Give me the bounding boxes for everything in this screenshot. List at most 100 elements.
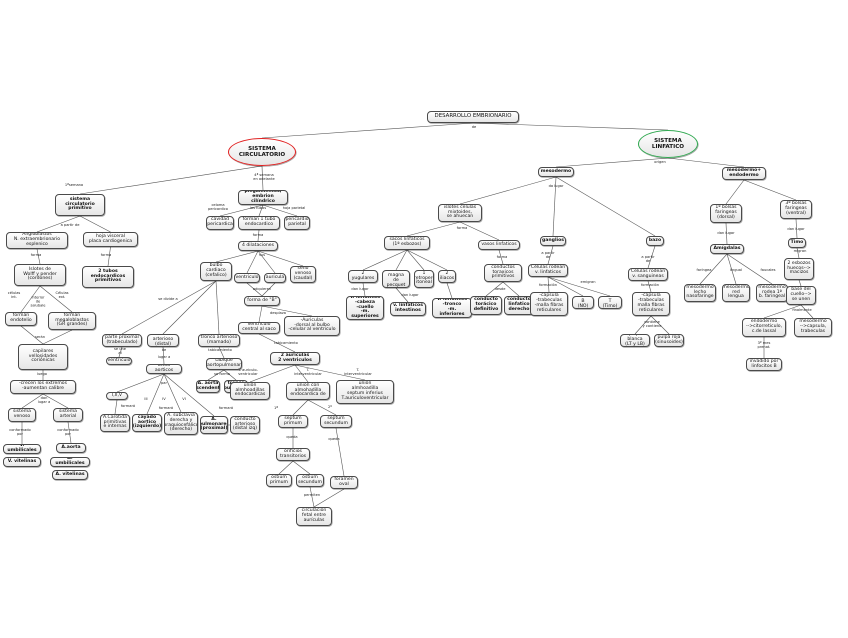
yugulares-node[interactable]: 2 yugulares (348, 270, 378, 283)
megaloblastos-node[interactable]: forman megaloblastos (GR grandes) (48, 312, 96, 330)
arteria-carotida-node[interactable]: A.Carotida primitivas e internas (100, 414, 130, 432)
auriculas-dorsal-node[interactable]: -Auriculas -dorsal al bulbo -celular al … (284, 316, 340, 336)
auricula-node[interactable]: auricula (264, 273, 286, 283)
vasos-linfaticos-node[interactable]: vasos linfaticos (478, 240, 520, 250)
endotelio-node[interactable]: forman endotelio (5, 312, 37, 326)
arteria-aorta-node[interactable]: A.aorta (56, 443, 86, 453)
sistema-venoso-node[interactable]: sistema venoso (8, 408, 36, 422)
tronco-arterioso-node[interactable]: tronco arterioso (mamado) (198, 334, 240, 347)
cisterna-node[interactable]: cisterna magna de pecquet (382, 270, 410, 288)
celulas-rodean-vasos-node[interactable]: Celulas rodean v. sanguineas (628, 268, 668, 281)
circulacion-fetal-node[interactable]: circulación fetal entre aurículas (296, 507, 332, 526)
cono-arterioso-node[interactable]: cono arterioso (distal) (147, 334, 179, 347)
label-finalmente: finalmente (792, 308, 812, 313)
crecen-node[interactable]: -crecen los extremos -aumentan calibre (10, 380, 76, 394)
iliacos-node[interactable]: 2 iliacos (438, 270, 456, 283)
bolsa-primera-node[interactable]: 1ª bolsas faringeas (dorsal) (710, 204, 742, 223)
hoja-visceral-node[interactable]: hoja visceral placa cardiogenica (83, 232, 138, 247)
linfocitos-t-node[interactable]: linfocitos T (Timo) (598, 296, 622, 309)
ventriculo-small-node[interactable]: ventriculo (106, 357, 132, 365)
union-almohadillas-node[interactable]: unión almhoadillas endocardicas (230, 382, 270, 400)
cavidad-pericardica-node[interactable]: cavidad pericardica (206, 216, 234, 230)
conducto-linfatico-node[interactable]: conducto linfatico derecho (504, 296, 534, 315)
orificios-node[interactable]: orificios transitorios (276, 448, 310, 461)
invadido-node[interactable]: invadido por linfocitos B (746, 358, 782, 371)
conducto-toracico-node[interactable]: conducto torácico definitivo (470, 296, 502, 315)
amigdalas-node[interactable]: Amígdalas (710, 244, 744, 254)
celulas-rodean-node[interactable]: Células rodean v. linfaticos (528, 264, 568, 277)
sistema-arterial-node[interactable]: sistema arterial (53, 408, 83, 422)
septum-secundum-node[interactable]: septum secundum (320, 415, 352, 428)
ventriculo-node[interactable]: ventriculo (234, 273, 260, 283)
linfaticos-intestinos-node[interactable]: v. linfaticos intestinos (390, 302, 426, 316)
linfocitos-b-node[interactable]: linfocitos B (NO) (572, 296, 594, 309)
ostium-primum-node[interactable]: ostium primum (266, 474, 292, 487)
islotes-celulas-node[interactable]: islotes celulas mixtoides, se ahuecan (438, 204, 482, 222)
connector-capsula-bazo-node-to-pulpa-roja-node (650, 315, 670, 335)
sistema-circulatorio-node[interactable]: SISTEMA CIRCULATORIO (228, 138, 296, 166)
ganglios-node[interactable]: ganglios (540, 236, 566, 246)
bazo-node[interactable]: bazo (646, 236, 664, 246)
label-conformado-1: conformado por (9, 428, 31, 436)
mesodermo-endodermo-node[interactable]: mesodermo+ endodermo (722, 167, 766, 180)
dos-auriculas-node[interactable]: 2 auriculas 2 ventriculos (270, 352, 320, 365)
cayado-aortico-node[interactable]: cayado aortico (izquierdo) (132, 414, 162, 432)
arterias-pulmonares-node[interactable]: A. pulmonares (proximal) (200, 416, 228, 434)
linfaticos-cabeza-node[interactable]: v. linfaticos -cabeza -cuello -m. superi… (346, 296, 384, 320)
root-node[interactable]: DESARROLLO EMBRIONARIO (427, 111, 519, 123)
seno-venoso-node[interactable]: seno venoso (caudal) (290, 266, 316, 283)
forman-tubo-node[interactable]: forman 1 tubo endocardico (238, 216, 280, 230)
arcos-i-ii-v-node[interactable]: I,II,V (106, 392, 128, 400)
capilares-node[interactable]: capilares vellosidades coriónicas (18, 344, 68, 370)
tabique-node[interactable]: tabique aortopulmonar (206, 358, 242, 370)
pulpa-roja-node[interactable]: pulpa roja (sinusoides) (654, 334, 684, 347)
esbozos-node[interactable]: 2 esbozos huecos--> macizos (784, 258, 814, 280)
arterias-umbilicales-node[interactable]: A. umbilicales (50, 457, 90, 467)
union-septum-node[interactable]: unión almhoadilla septum inferius T.auri… (336, 380, 394, 404)
septum-primum-node[interactable]: septum primum (278, 415, 308, 428)
label-lingual: lingual (729, 268, 743, 273)
mesodermo-node[interactable]: mesodermo (538, 167, 574, 177)
aorta-ascendente-node[interactable]: A. aorta ascendente (196, 380, 220, 393)
arterias-vitelinas-node[interactable]: A. vitelinas (52, 470, 88, 480)
mesodermo-rodea-node[interactable]: mesodermo rodea 1ª b. faringeal (756, 284, 788, 302)
sistema-circulatorio-primitivo-node[interactable]: sistema circulatorio primitivo (55, 194, 105, 216)
bolsa-tercera-node[interactable]: 3ª bolsas faringeas (ventral) (780, 200, 812, 219)
venas-umbilicales-node[interactable]: V. umbilicales (3, 444, 41, 454)
conducto-arterioso-node[interactable]: conducto arterioso (distal izq) (230, 416, 260, 434)
endodermo-node[interactable]: endodermo -->citorreticulo, c.de lassal (742, 318, 786, 337)
base-cuello-node[interactable]: base del cuello--> se unen (786, 286, 816, 305)
tubos-endocardicos-node[interactable]: 2 tubos endocardicos primitivos (82, 266, 134, 288)
sacos-linfaticos-node[interactable]: sacos linfaticos (1ª esbozos) (384, 236, 430, 250)
bulbo-cardiaco-node[interactable]: bulbo cardiaco (cefalico) (200, 262, 232, 281)
pulpa-blanca-node[interactable]: pulpa blanca (LT y LB) (620, 334, 650, 347)
mesodermo-red-node[interactable]: mesodermo red lengua (722, 284, 750, 302)
pericardio-parietal-node[interactable]: pericardio parietal (284, 216, 310, 230)
forma-b-node[interactable]: forma de "B" (244, 296, 280, 306)
label-formacion-2: formación (640, 283, 660, 288)
connector-iliacos-node-to-linfaticos-tronco-node (446, 282, 453, 299)
mesodermo-capsula-node[interactable]: mesodermo -->capsula, trabeculas (794, 318, 832, 337)
union-almohadilla-endocardica-node[interactable]: union con almohadilla endocardica de (286, 382, 330, 400)
mesodermo-lecho-node[interactable]: mesodermo lecho nasofaringe (684, 284, 716, 302)
cuatro-dilataciones-node[interactable]: 4 dilataciones (238, 241, 278, 251)
label-lugar-a: lugar a (157, 355, 171, 360)
capsula-ganglio-node[interactable]: -capsula -trabeculas -malla fibras retic… (530, 292, 568, 316)
arcos-aorticos-node[interactable]: arcos aorticos (146, 364, 182, 374)
foramen-oval-node[interactable]: foramen oval (330, 476, 358, 489)
islotes-wolff-node[interactable]: Islotes de Wolff y pender (cordones) (14, 264, 66, 286)
conductos-toraxicos-node[interactable]: conductos toraxicos primitivos (484, 264, 522, 282)
linfaticos-tronco-node[interactable]: v. linfaticos -tronco -m. inferiores (432, 298, 472, 318)
arteria-subclavia-node[interactable]: A. subclavia derecha y braquiocefálico (… (164, 412, 198, 435)
venas-vitelinas-node[interactable]: V. vitelinas (3, 457, 41, 467)
ostium-secundum-node[interactable]: ostium secundum (296, 474, 324, 487)
connector-dos-auriculas-node-to-union-almohadilla-endocardica-node (294, 364, 309, 383)
plegamientos-node[interactable]: plegamientos, embrion cilíndrico (238, 190, 288, 205)
timo-node[interactable]: Timo (788, 238, 806, 248)
angioblastos-node[interactable]: Angioblastos N. extraembrionario espleni… (6, 232, 68, 249)
capsula-bazo-node[interactable]: -capsula -trabeculas malla fibras reticu… (632, 292, 670, 316)
retroperitoneal-node[interactable]: 1 retroper- itoneal (414, 270, 434, 288)
sistema-linfatico-node[interactable]: SISTEMA LINFATICO (638, 130, 698, 158)
ventriculo-central-node[interactable]: Ventriculo central al saco (238, 322, 280, 334)
parte-proximal-node[interactable]: parte proximal (trabeculado) (102, 334, 142, 347)
